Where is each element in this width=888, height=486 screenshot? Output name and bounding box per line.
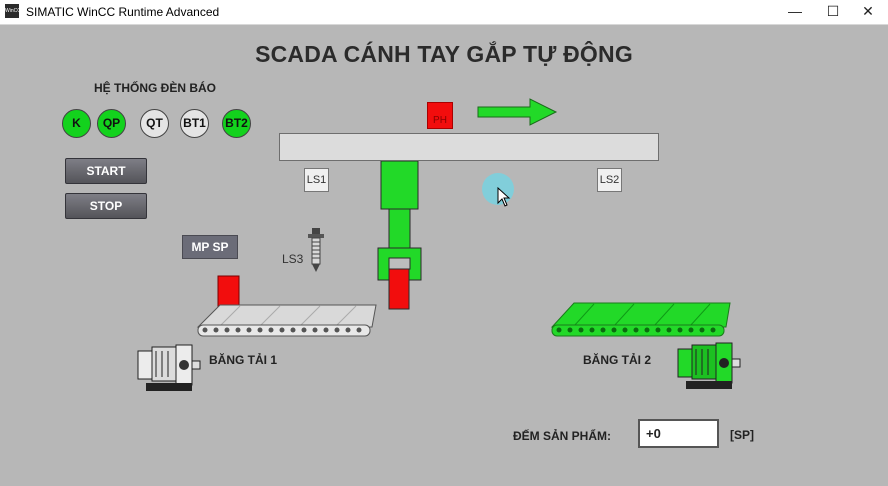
- lamp-bt1: BT1: [180, 109, 209, 138]
- app-icon: WinCC: [5, 4, 21, 18]
- mouse-cursor-icon: [497, 187, 511, 207]
- maximize-button[interactable]: ☐: [826, 3, 840, 19]
- proximity-sensor-icon: [308, 228, 324, 272]
- gripper-arm: [377, 161, 422, 310]
- held-product: [388, 268, 410, 310]
- product-counter-field[interactable]: +0: [638, 419, 719, 448]
- conveyor-belt-1: [196, 275, 377, 337]
- mp-sp-button[interactable]: MP SP: [182, 235, 238, 259]
- product-counter-label: ĐẾM SẢN PHẨM:: [513, 429, 611, 443]
- product-counter-unit: [SP]: [730, 428, 754, 442]
- ls2-sensor: LS2: [597, 168, 622, 192]
- motor-1-icon: [137, 344, 201, 391]
- close-button[interactable]: ✕: [862, 3, 874, 19]
- conveyor-1-label: BĂNG TẢI 1: [209, 353, 278, 367]
- gripper-rail: [279, 133, 659, 161]
- hmi-screen: SCADA CÁNH TAY GẮP TỰ ĐỘNG HỆ THỐNG ĐÈN …: [0, 25, 888, 486]
- conveyor-2-label: BĂNG TẢI 2: [583, 353, 652, 367]
- page-title: SCADA CÁNH TAY GẮP TỰ ĐỘNG: [255, 41, 633, 67]
- motor-2-icon: [677, 342, 741, 389]
- lamp-bt2: BT2: [222, 109, 251, 138]
- minimize-button[interactable]: —: [788, 3, 802, 19]
- window-titlebar: WinCC SIMATIC WinCC Runtime Advanced — ☐…: [0, 0, 888, 25]
- ls1-sensor: LS1: [304, 168, 329, 192]
- direction-arrow-icon: [477, 98, 558, 126]
- ls3-label: LS3: [282, 252, 304, 266]
- indicator-section-title: HỆ THỐNG ĐÈN BÁO: [94, 81, 217, 95]
- conveyor-belt-2: [550, 302, 731, 337]
- lamp-k: K: [62, 109, 91, 138]
- stop-button[interactable]: STOP: [65, 193, 147, 219]
- ph-sensor: PH: [427, 102, 453, 129]
- lamp-qt: QT: [140, 109, 169, 138]
- start-button[interactable]: START: [65, 158, 147, 184]
- lamp-qp: QP: [97, 109, 126, 138]
- window-title: SIMATIC WinCC Runtime Advanced: [26, 5, 220, 19]
